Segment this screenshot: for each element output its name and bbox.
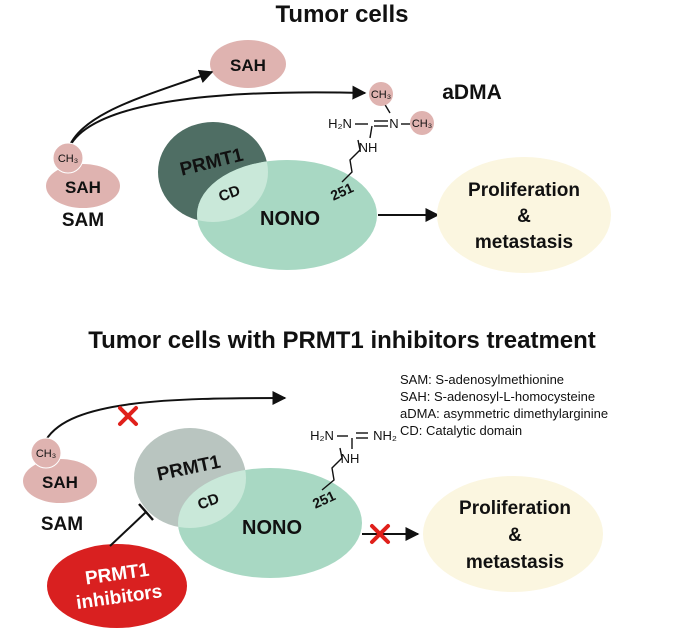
bottom-outcome-line2: & bbox=[508, 525, 522, 546]
bottom-nono-label: NONO bbox=[242, 517, 302, 539]
bottom-sam-blob bbox=[23, 459, 97, 503]
product-sah-blob bbox=[210, 40, 286, 88]
bottom-sam-label: SAM bbox=[41, 514, 83, 535]
top-methyl-arrow-to-sah bbox=[67, 69, 214, 151]
top-sam-inner-label: SAH bbox=[65, 178, 101, 197]
bottom-outcome-line1: Proliferation bbox=[459, 498, 571, 519]
top-h2n-label: H₂N bbox=[328, 116, 352, 131]
bottom-ch3-label: CH₃ bbox=[36, 448, 56, 460]
top-methyl-arrow-to-arginine bbox=[67, 85, 367, 151]
top-methyl2-circle bbox=[410, 111, 434, 135]
top-methyl1-circle bbox=[369, 82, 393, 106]
top-ch3-label: CH₃ bbox=[58, 153, 78, 165]
top-title: Tumor cells bbox=[276, 1, 409, 28]
top-outcome-line2: & bbox=[517, 206, 531, 227]
bottom-title: Tumor cells with PRMT1 inhibitors treatm… bbox=[88, 327, 596, 354]
top-outcome-blob bbox=[437, 157, 611, 273]
bottom-block-cross-icon bbox=[118, 406, 138, 426]
bottom-inhibition-line bbox=[109, 511, 147, 547]
legend-item-sah: SAH: S-adenosyl-L-homocysteine bbox=[400, 389, 596, 404]
bottom-arginine-chain bbox=[321, 447, 343, 491]
bottom-nh2-label: NH₂ bbox=[373, 428, 397, 443]
bottom-nh-label: NH bbox=[341, 451, 360, 466]
top-sam-label: SAM bbox=[62, 210, 104, 231]
top-arginine-bond-1 bbox=[369, 125, 373, 139]
top-outcome-line3: metastasis bbox=[475, 232, 573, 253]
top-sam-blob bbox=[46, 164, 120, 208]
top-n-label: N bbox=[389, 116, 398, 131]
bottom-outcome-cross-icon bbox=[370, 524, 390, 544]
bottom-outcome-line3: metastasis bbox=[466, 552, 564, 573]
bottom-inhibitor-blob bbox=[47, 544, 187, 628]
product-sah-label: SAH bbox=[230, 56, 266, 75]
top-arginine-chain bbox=[341, 139, 361, 183]
legend-item-cd: CD: Catalytic domain bbox=[400, 423, 523, 438]
top-cd-label: CD bbox=[216, 182, 242, 205]
bottom-cd-label: CD bbox=[195, 490, 221, 513]
top-nh-label: NH bbox=[359, 140, 378, 155]
bottom-ch3-circle bbox=[30, 437, 62, 469]
top-methyl2-label: CH₃ bbox=[412, 118, 432, 130]
top-ch3-circle bbox=[52, 142, 84, 174]
bottom-outcome-blob bbox=[423, 476, 603, 592]
legend-item-admda: aDMA: asymmetric dimethylarginine bbox=[400, 406, 609, 421]
bottom-inhibition-bar bbox=[138, 503, 154, 521]
abbreviation-legend: SAM: S-adenosylmethionine SAH: S-adenosy… bbox=[400, 371, 608, 439]
top-nono-label: NONO bbox=[260, 208, 320, 230]
top-outcome-line1: Proliferation bbox=[468, 180, 580, 201]
top-admda-label: aDMA bbox=[442, 81, 502, 104]
legend-item-sam: SAM: S-adenosylmethionine bbox=[400, 372, 565, 387]
bottom-sam-inner-label: SAH bbox=[42, 473, 78, 492]
bottom-methyl-arrow-blocked bbox=[45, 391, 287, 441]
top-methyl1-label: CH₃ bbox=[371, 89, 391, 101]
bottom-h2n-label: H₂N bbox=[310, 428, 334, 443]
